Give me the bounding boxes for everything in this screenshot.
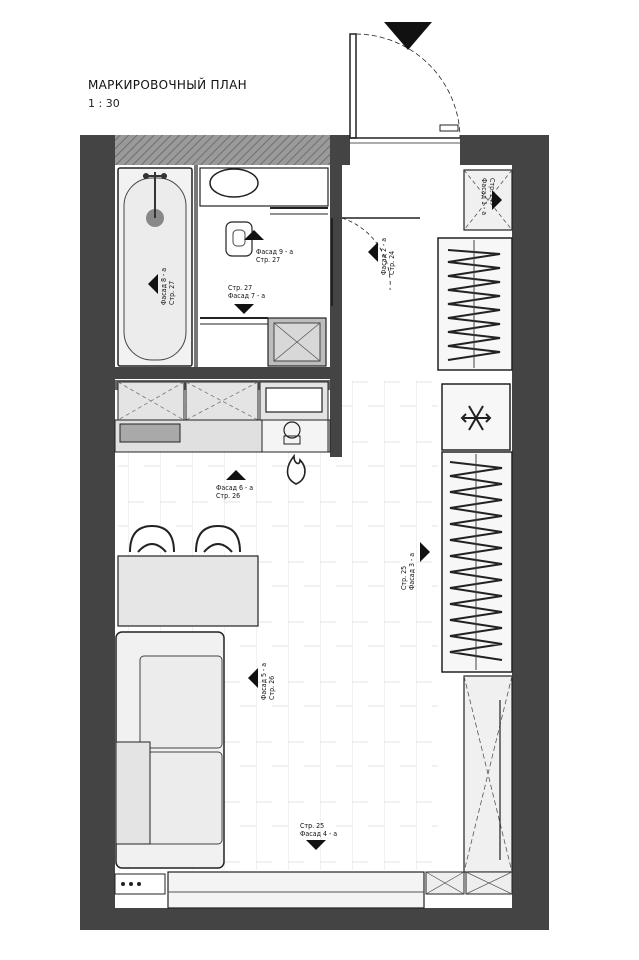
tag-facade7-line2: Фасад 7 - а xyxy=(228,292,266,300)
hall-floor xyxy=(340,140,436,320)
tag-facade8-line1: Фасад 8 - а xyxy=(160,267,168,305)
tag-facade5-line1: Фасад 5 - а xyxy=(260,662,268,700)
tag-facade8-line2: Стр. 27 xyxy=(168,280,176,305)
tag-facade6-line2: Стр. 26 xyxy=(216,492,241,500)
bar-stool-1 xyxy=(129,524,175,553)
bar-stool-2 xyxy=(195,524,241,553)
plan-title: МАРКИРОВОЧНЫЙ ПЛАН xyxy=(88,78,247,92)
tag-facade5: Фасад 5 - а Стр. 26 xyxy=(260,663,276,700)
marker-facade3 xyxy=(420,542,430,562)
tag-facade9-line2: Стр. 27 xyxy=(256,256,281,264)
marker-facade4 xyxy=(306,840,326,850)
tag-facade3-line1: Стр. 25 xyxy=(400,565,408,590)
tag-facade9: Фасад 9 - а Стр. 27 xyxy=(256,248,293,264)
wall-top-mid xyxy=(330,135,350,165)
tag-facade2-line1: Фасад 2 - а xyxy=(380,237,388,275)
tag-facade6-line1: Фасад 6 - а xyxy=(216,484,254,492)
tag-facade7-line1: Стр. 27 xyxy=(228,284,253,292)
dining-counter xyxy=(117,555,259,627)
bath-wall-inner xyxy=(194,165,198,367)
wall-top-left xyxy=(80,135,115,165)
kitchen-wall-short xyxy=(330,379,342,457)
tag-facade4-line2: Фасад 4 - а xyxy=(300,830,338,838)
tag-facade8: Фасад 8 - а Стр. 27 xyxy=(160,268,176,305)
marker-facade8 xyxy=(148,274,158,294)
direction-triangle-icon xyxy=(384,22,432,50)
wall-top-right xyxy=(460,135,512,165)
marker-facade2 xyxy=(368,242,378,262)
snowflake-icon xyxy=(460,405,492,431)
bath-wall-right xyxy=(330,165,342,375)
marker-facade9 xyxy=(244,230,264,240)
marker-facade6 xyxy=(226,470,246,480)
tag-facade3-line2: Фасад 3 - а xyxy=(408,552,416,590)
marker-facade7 xyxy=(234,304,254,314)
flame-icon xyxy=(286,453,306,485)
wardrobe-upper-hangers xyxy=(447,249,501,361)
wall-top-hatch xyxy=(115,135,330,165)
fridge xyxy=(441,383,511,451)
tag-facade7: Стр. 27 Фасад 7 - а xyxy=(228,284,265,300)
marker-facade5 xyxy=(248,668,258,688)
tag-facade4: Стр. 25 Фасад 4 - а xyxy=(300,822,337,838)
marker-facade1 xyxy=(492,190,502,210)
tag-facade4-line1: Стр. 25 xyxy=(300,822,325,830)
plan-scale: 1 : 30 xyxy=(88,97,120,110)
wall-left xyxy=(80,135,115,930)
tag-facade5-line2: Стр. 26 xyxy=(268,675,276,700)
tag-facade2-line2: Стр. 24 xyxy=(388,250,396,275)
tag-facade9-line1: Фасад 9 - а xyxy=(256,248,294,256)
wall-right xyxy=(512,135,549,930)
tag-facade1-line1: Стр. 24 xyxy=(488,178,496,203)
kitchen-sink xyxy=(119,423,181,443)
tag-facade6: Фасад 6 - а Стр. 26 xyxy=(216,484,253,500)
window-bottom xyxy=(167,871,425,909)
kitchen-cab-2 xyxy=(185,381,259,421)
tag-facade1: Стр. 24 Фасад 1 - а xyxy=(480,178,496,215)
tag-facade3: Стр. 25 Фасад 3 - а xyxy=(400,553,416,590)
wall-bottom xyxy=(80,908,549,930)
bath-wall-bottom xyxy=(115,367,342,379)
bath-sink xyxy=(209,168,259,198)
tag-facade2: Фасад 2 - а Стр. 24 xyxy=(380,238,396,275)
entrance-door xyxy=(349,33,357,139)
tag-facade1-line2: Фасад 1 - а xyxy=(480,178,488,216)
